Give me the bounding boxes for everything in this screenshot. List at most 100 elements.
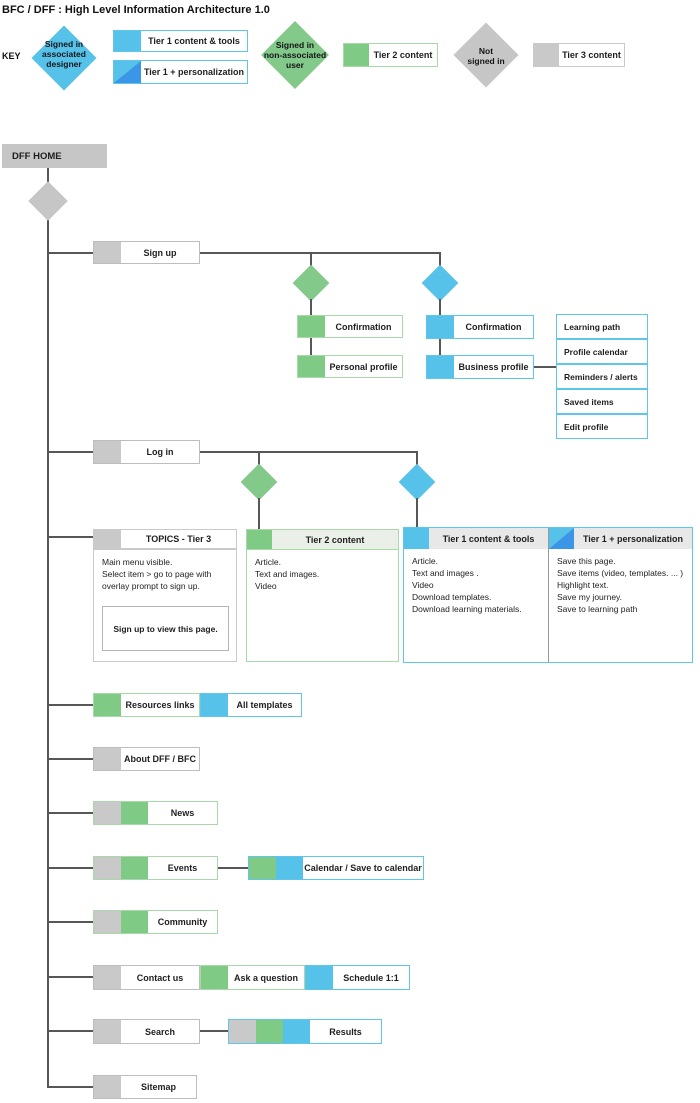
tier2-chip <box>121 802 148 824</box>
key-tier2-label: Tier 2 content <box>373 50 433 60</box>
profile-page-profile-calendar: Profile calendar <box>556 339 648 364</box>
key-tier1-personalization-label: Tier 1 + personalization <box>143 67 245 77</box>
key-tier2-box: Tier 2 content <box>343 43 438 67</box>
profile-page-reminders-alerts: Reminders / alerts <box>556 364 648 389</box>
tier1-tools-header-label: Tier 1 content & tools <box>442 533 535 544</box>
flow-node-news: News <box>93 801 218 825</box>
diagram-title: BFC / DFF : High Level Information Archi… <box>2 4 270 16</box>
tier2-chip <box>298 316 325 337</box>
calendar-label: Calendar / Save to calendar <box>304 863 422 873</box>
tier2-chip <box>249 857 276 879</box>
line-to-login-green-diamond <box>258 451 260 467</box>
tier2-panel-header-label: Tier 2 content <box>305 534 365 545</box>
connector-resources <box>48 704 93 706</box>
connector-community <box>48 921 93 923</box>
flow-node-community: Community <box>93 910 218 934</box>
key-tier3-box: Tier 3 content <box>533 43 625 67</box>
tier3-chip <box>94 242 121 263</box>
topics-header-box: TOPICS - Tier 3 <box>93 529 237 549</box>
tier3-chip <box>94 802 121 824</box>
flow-node-about: About DFF / BFC <box>93 747 200 771</box>
line-to-green-diamond <box>310 252 312 268</box>
line-to-tier2-panel <box>258 498 260 529</box>
tier2-chip <box>298 356 325 377</box>
topics-body-text: Main menu visible. Select item > go to p… <box>102 557 212 591</box>
line-to-tier1-panel <box>416 498 418 527</box>
events-calendar-line <box>218 867 248 869</box>
tier3-chip <box>94 911 121 933</box>
sign-up-diamond-designer <box>421 264 459 302</box>
tier3-chip <box>94 1020 121 1043</box>
tier1-chip <box>306 966 333 989</box>
all-templates-label: All templates <box>236 700 293 710</box>
connector-sitemap <box>47 1086 94 1088</box>
flow-node-home: DFF HOME <box>2 144 107 168</box>
home-decision-diamond <box>28 181 68 221</box>
key-diamond-designer-label: Signed in associated designer <box>42 39 86 70</box>
flow-node-ask-question: Ask a question <box>200 965 305 990</box>
tier2-panel-body: Article. Text and images. Video <box>255 557 320 591</box>
tier1-tools-header: Tier 1 content & tools <box>404 528 548 549</box>
key-diamond-not-signed-in-label: Not signed in <box>467 46 505 67</box>
flow-node-calendar: Calendar / Save to calendar <box>248 856 424 880</box>
tier1-personalization-body: Save this page. Save items (video, templ… <box>557 556 684 614</box>
tier3-chip <box>94 966 121 989</box>
flow-node-log-in: Log in <box>93 440 200 464</box>
connector-log-in <box>48 451 93 453</box>
log-in-label: Log in <box>146 447 174 457</box>
confirmation-green-label: Confirmation <box>335 321 392 332</box>
contact-label: Contact us <box>136 972 184 983</box>
tier1-tools-body: Article. Text and images . Video Downloa… <box>412 556 522 614</box>
tier2-panel-header: Tier 2 content <box>247 530 398 550</box>
search-label: Search <box>144 1026 176 1037</box>
flow-node-all-templates: All templates <box>200 693 302 717</box>
resources-label: Resources links <box>125 700 195 710</box>
line-blue-confirmation <box>439 299 441 315</box>
connector-news <box>48 812 93 814</box>
log-in-diamond-designer <box>398 463 436 501</box>
search-results-line <box>200 1030 228 1032</box>
line-to-login-blue-diamond <box>416 451 418 467</box>
tier1-panel: Tier 1 content & tools Article. Text and… <box>403 527 693 663</box>
tier3-chip <box>94 441 121 463</box>
flow-node-resources: Resources links <box>93 693 200 717</box>
tier2-chip <box>121 911 148 933</box>
flow-node-confirmation-green: Confirmation <box>297 315 403 338</box>
flow-node-results: Results <box>228 1019 382 1044</box>
about-label: About DFF / BFC <box>124 754 196 764</box>
flow-node-confirmation-blue: Confirmation <box>426 315 534 339</box>
topics-header-label: TOPICS - Tier 3 <box>145 534 212 544</box>
community-label: Community <box>157 917 208 927</box>
flow-node-personal-profile: Personal profile <box>297 355 403 378</box>
tier1-chip <box>427 316 454 338</box>
profile-page-saved-items: Saved items <box>556 389 648 414</box>
connector-search <box>48 1030 93 1032</box>
tier3-color-chip <box>534 44 559 66</box>
news-label: News <box>170 808 195 818</box>
personal-profile-label: Personal profile <box>329 361 398 372</box>
line-business-profile <box>439 339 441 355</box>
home-label: DFF HOME <box>12 150 62 162</box>
key-tier3-label: Tier 3 content <box>562 50 621 60</box>
tier1-personalization-column: Tier 1 + personalization Save this page.… <box>548 528 692 662</box>
tier3-chip <box>94 1076 121 1098</box>
sign-up-branch-line <box>200 252 441 254</box>
key-label: KEY <box>2 51 21 61</box>
ask-question-label: Ask a question <box>233 972 298 983</box>
flow-node-search: Search <box>93 1019 200 1044</box>
tier3-chip <box>94 530 121 548</box>
key-tier1-personalization-box: Tier 1 + personalization <box>113 60 248 84</box>
log-in-branch-line <box>200 451 418 453</box>
tier2-chip <box>94 694 121 716</box>
trunk-line <box>47 168 49 1088</box>
events-label: Events <box>167 863 198 873</box>
sign-up-label: Sign up <box>143 247 177 258</box>
key-tier1-tools-box: Tier 1 content & tools <box>113 30 248 52</box>
key-diamond-non-associated-label: Signed in non-associated user <box>263 40 327 71</box>
tier1-personalization-chip <box>549 528 574 549</box>
profile-page-edit-profile: Edit profile <box>556 414 648 439</box>
tier3-chip <box>94 748 121 770</box>
connector-topics <box>48 536 93 538</box>
line-to-blue-diamond <box>439 252 441 268</box>
